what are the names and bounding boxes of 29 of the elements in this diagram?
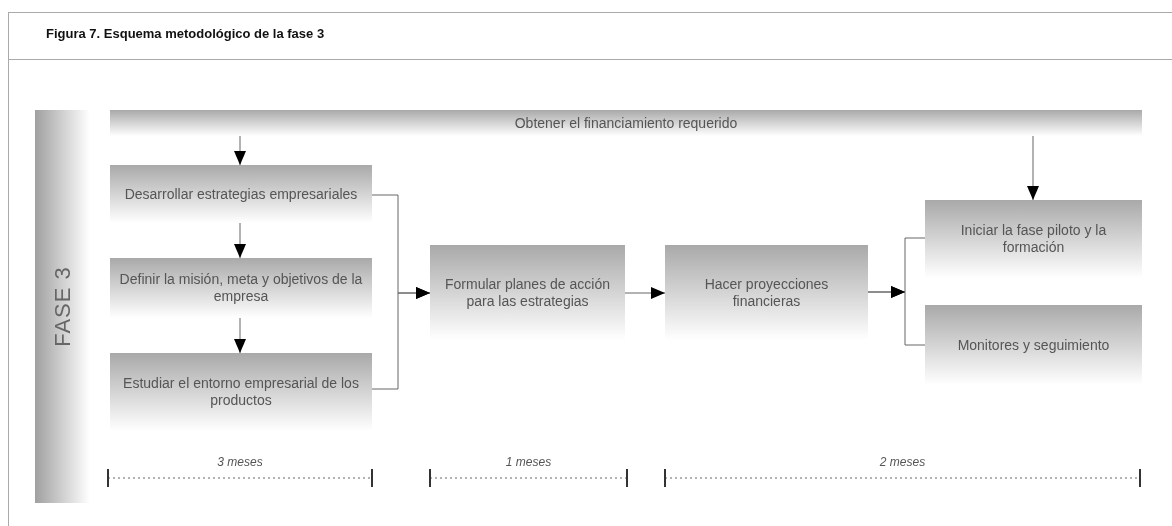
duration-label: 2 meses	[879, 455, 926, 469]
step-text: Definir la misión, meta y objetivos de la empresa	[118, 271, 364, 305]
step-text: Obtener el financiamiento requerido	[513, 114, 739, 132]
arrow	[234, 317, 246, 354]
figure-title: Figura 7. Esquema metodológico de la fase 3	[46, 26, 325, 41]
process-box	[925, 200, 1142, 278]
duration-label: 1 meses	[505, 455, 552, 469]
step-text: Iniciar la fase piloto y la formación	[959, 222, 1108, 256]
phase-label: FASE 3	[54, 265, 71, 349]
arrow	[234, 135, 246, 166]
banner-bar	[110, 110, 1142, 136]
arrow	[371, 287, 431, 390]
arrow	[867, 286, 926, 346]
step-text: Hacer proyecciones financieras	[703, 275, 830, 310]
process-box	[110, 165, 372, 223]
arrow	[1027, 135, 1039, 201]
step-text: Desarrollar estrategias empresariales	[123, 185, 359, 203]
process-box	[110, 353, 372, 431]
step-text: Formular planes de acción para las estrategias	[444, 275, 611, 310]
arrow	[234, 222, 246, 259]
process-box	[665, 245, 868, 340]
process-box	[925, 305, 1142, 385]
step-text: Estudiar el entorno empresarial de los productos	[122, 375, 360, 409]
phase-band	[35, 110, 90, 503]
process-box	[110, 258, 372, 318]
step-text: Monitores y seguimiento	[956, 336, 1111, 354]
process-box	[430, 245, 625, 340]
arrow	[624, 287, 666, 299]
duration-label: 3 meses	[217, 455, 263, 469]
